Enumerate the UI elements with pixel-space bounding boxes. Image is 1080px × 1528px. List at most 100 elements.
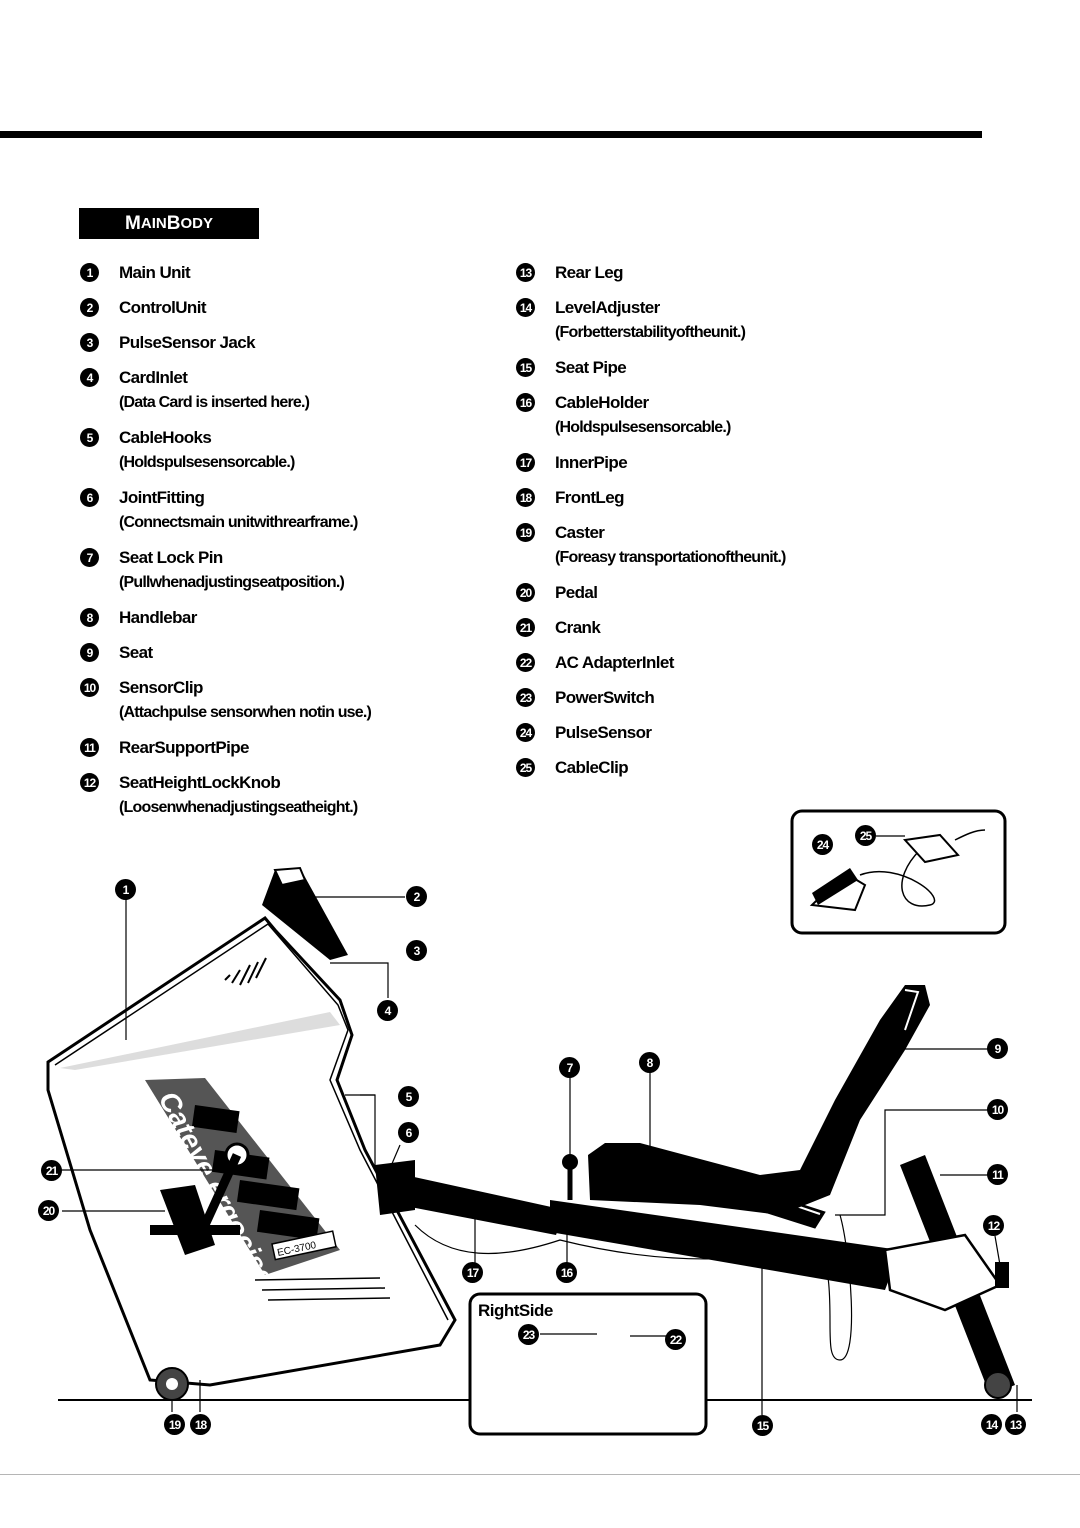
part-number-badge: 3 [80,333,99,352]
housing-shade [60,1012,340,1070]
pulse-sensor-inset [790,809,1007,935]
part-item: 10 SensorClip (Attachpulse sensorwhen noti… [80,677,480,724]
part-number-badge: 22 [516,653,535,672]
pedal [160,1185,215,1255]
part-number-badge: 20 [516,583,535,602]
part-name: JointFitting [119,488,205,507]
inner-pipe [400,1175,565,1235]
top-rule [0,131,982,138]
callout-25: 25 [855,825,876,846]
part-name: Caster [555,523,605,542]
seat-cushion [588,985,930,1215]
part-number-badge: 17 [516,453,535,472]
part-number-badge: 9 [80,643,99,662]
callout-23: 23 [518,1324,539,1345]
part-note: (Holdspulsesensorcable.) [119,454,295,471]
part-note: (Attachpulse sensorwhen notin use.) [119,704,372,721]
leader-lines [60,896,1018,1415]
part-name: CableHolder [555,393,649,412]
part-number-badge: 11 [80,738,99,757]
callout-3: 3 [406,940,427,961]
callout-10: 10 [987,1099,1008,1120]
part-number-badge: 8 [80,608,99,627]
callout-6: 6 [398,1122,419,1143]
part-number-badge: 4 [80,368,99,387]
part-number-badge: 24 [516,723,535,742]
part-note: (Data Card is inserted here.) [119,394,310,411]
part-number-badge: 10 [80,678,99,697]
part-name: SeatHeightLockKnob [119,773,281,792]
part-number-badge: 5 [80,428,99,447]
part-number-badge: 15 [516,358,535,377]
part-name: PulseSensor Jack [119,333,256,352]
callout-16: 16 [556,1262,577,1283]
part-name: RearSupportPipe [119,738,249,757]
part-item: 11 RearSupportPipe [80,737,480,759]
crank-arm [200,1153,242,1227]
part-name: PowerSwitch [555,688,655,707]
callout-5: 5 [398,1086,419,1107]
callout-1: 1 [115,879,136,900]
part-item: 23 PowerSwitch [516,687,916,709]
cable-clip [902,833,960,864]
part-name: CardInlet [119,368,188,387]
part-name: SensorClip [119,678,203,697]
part-item: 15 Seat Pipe [516,357,916,379]
part-note: (Connectsmain unitwithrearframe.) [119,514,358,531]
part-number-badge: 25 [516,758,535,777]
part-number-badge: 21 [516,618,535,637]
callout-24: 24 [812,834,833,855]
part-number-badge: 13 [516,263,535,282]
control-unit [262,868,348,960]
part-number-badge: 1 [80,263,99,282]
part-item: 6 JointFitting (Connectsmain unitwithrearf… [80,487,480,534]
callout-14: 14 [981,1414,1002,1435]
part-name: InnerPipe [555,453,628,472]
part-number-badge: 14 [516,298,535,317]
callout-9: 9 [987,1038,1008,1059]
exercise-bike-diagram: Cateye ergociser EC-3700 [46,809,1032,1436]
callout-17: 17 [462,1262,483,1283]
part-number-badge: 2 [80,298,99,317]
part-name: AC AdapterInlet [555,653,674,672]
part-item: 2 ControlUnit [80,297,480,319]
part-note: (Forbetterstabilityoftheunit.) [555,324,746,341]
part-name: LevelAdjuster [555,298,660,317]
part-number-badge: 12 [80,773,99,792]
part-name: CableClip [555,758,629,777]
part-item: 24 PulseSensor [516,722,916,744]
callout-2: 2 [406,886,427,907]
lower-vents [254,1277,391,1301]
part-item: 4 CardInlet (Data Card is inserted here.) [80,367,480,414]
vent-slots [224,957,267,986]
part-name: PulseSensor [555,723,652,742]
part-item: 17 InnerPipe [516,452,916,474]
part-name: Handlebar [119,608,197,627]
callout-8: 8 [639,1052,660,1073]
bottom-rule [0,1474,1080,1475]
part-item: 14 LevelAdjuster (Forbetterstabilityoftheu… [516,297,916,344]
callout-4: 4 [377,1000,398,1021]
level-adjuster [984,1371,1012,1399]
part-name: Seat [119,643,153,662]
callout-18: 18 [190,1414,211,1435]
right-side-label: RightSide [478,1301,553,1320]
part-number-badge: 6 [80,488,99,507]
part-number-badge: 23 [516,688,535,707]
seat-lock-pin [562,1154,578,1170]
part-name: Pedal [555,583,598,602]
part-item: 3 PulseSensor Jack [80,332,480,354]
part-name: ControlUnit [119,298,206,317]
callout-7: 7 [559,1057,580,1078]
part-item: 9 Seat [80,642,480,664]
part-item: 20 Pedal [516,582,916,604]
part-name: Seat Pipe [555,358,627,377]
part-number-badge: 16 [516,393,535,412]
